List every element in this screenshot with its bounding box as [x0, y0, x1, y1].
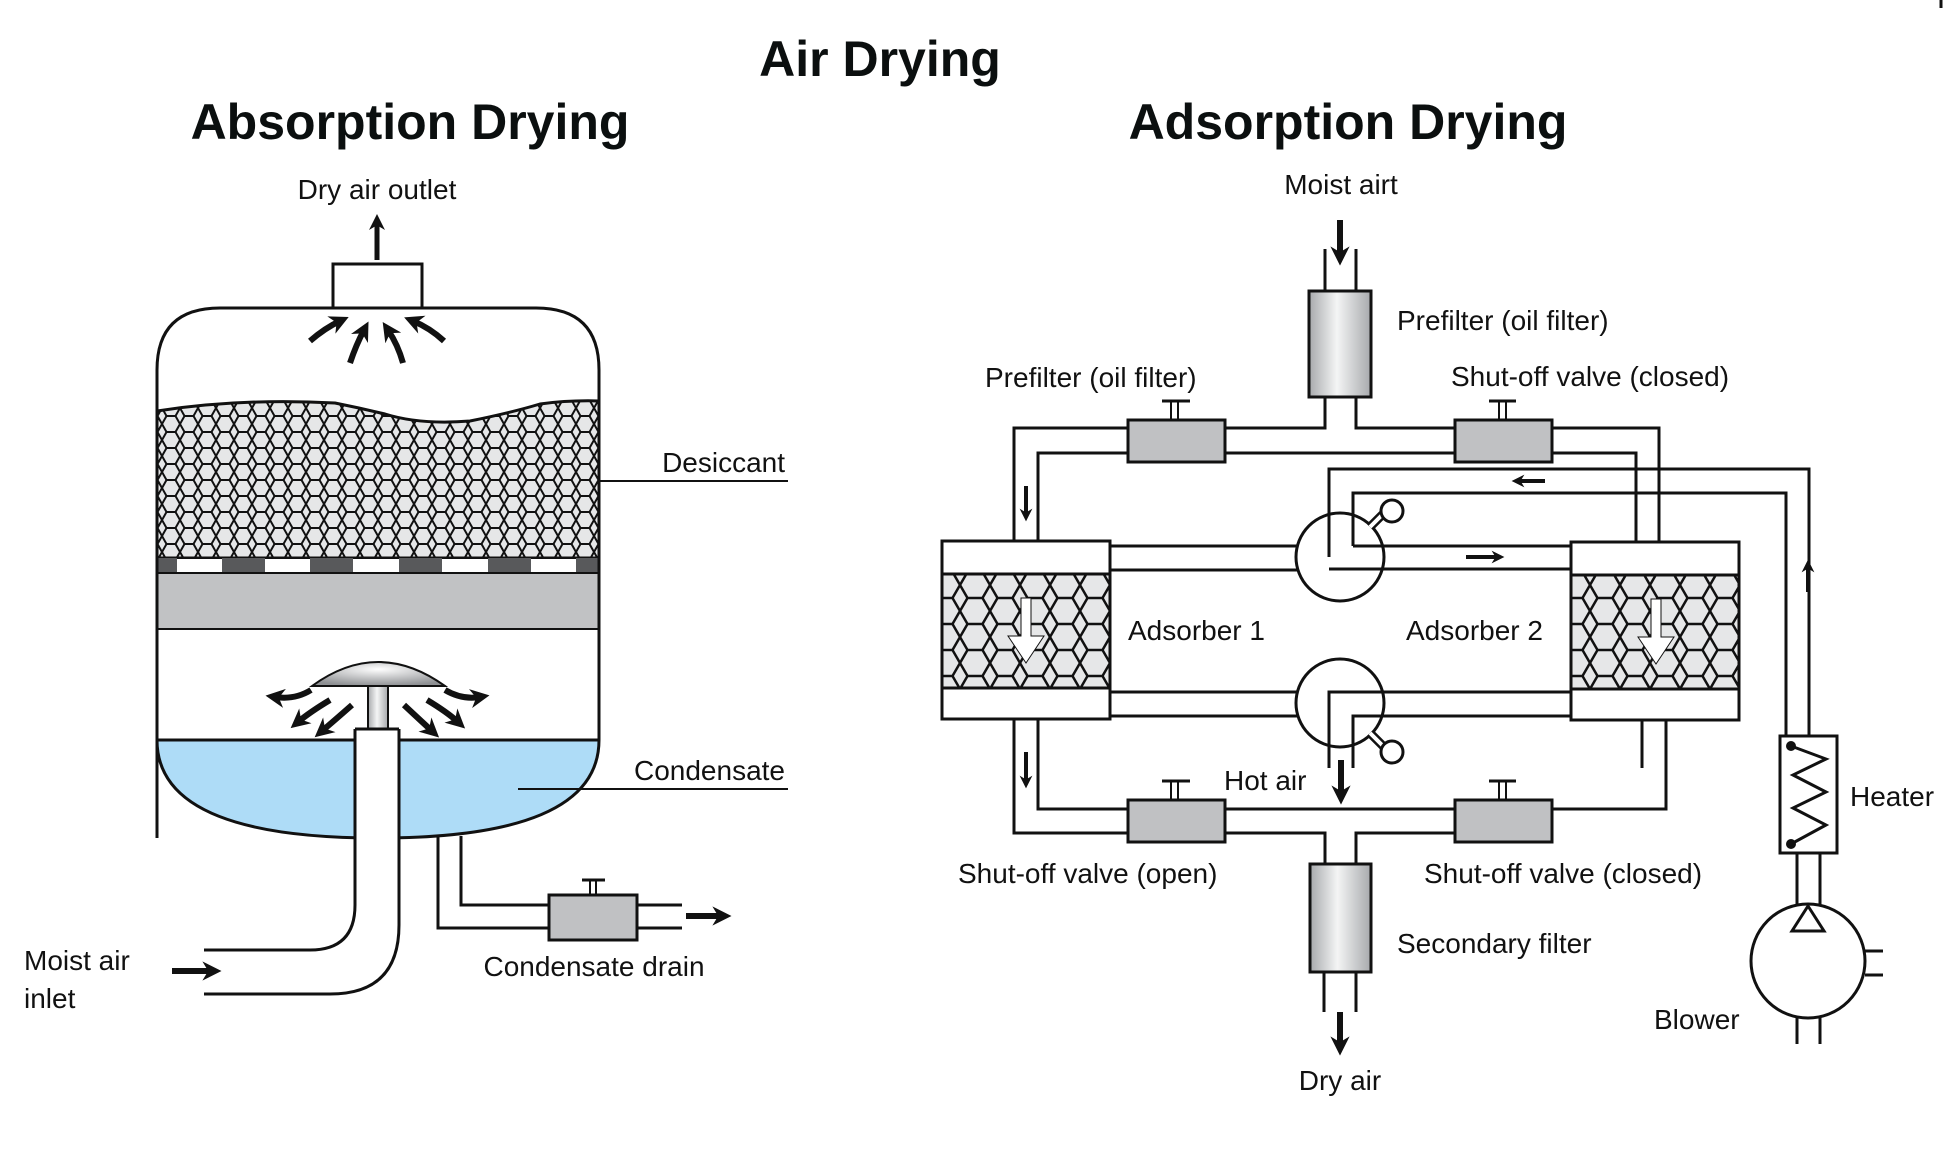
shutoff-bottom-right-label: Shut-off valve (closed) — [1424, 858, 1702, 889]
moist-air-inlet-label: Moist air — [24, 945, 130, 976]
secondary-filter — [1308, 862, 1373, 974]
adsorption-dryer: Moist airt Prefilter (oil filter) Prefil… — [940, 169, 1934, 1096]
drain-pipe — [436, 837, 549, 930]
converging-arrows-icon — [308, 315, 447, 364]
blower-symbol-icon — [1789, 903, 1827, 933]
adsorber-1-flow-arrow-icon — [1007, 597, 1045, 664]
condensate-drain-valve — [547, 893, 639, 942]
prefilter-top — [1307, 289, 1373, 399]
adsorber-1-label: Adsorber 1 — [1128, 615, 1265, 646]
moist-air-label: Moist airt — [1284, 169, 1398, 200]
grate — [157, 558, 599, 573]
absorption-dryer: Dry air outlet — [24, 174, 788, 1014]
vessel-outline — [155, 306, 601, 840]
dry-air-label: Dry air — [1299, 1065, 1381, 1096]
moist-air-inlet-label-2: inlet — [24, 983, 76, 1014]
condensate-label: Condensate — [634, 755, 785, 786]
hot-air-label: Hot air — [1224, 765, 1306, 796]
desiccant-label: Desiccant — [662, 447, 785, 478]
prefilter-left-valve — [1126, 418, 1227, 464]
three-way-valve-upper — [1294, 511, 1386, 603]
prefilter-left-label: Prefilter (oil filter) — [985, 362, 1197, 393]
shutoff-valve-bottom-right — [1453, 798, 1554, 844]
dry-air-outlet-label: Dry air outlet — [298, 174, 457, 205]
heater-coil-icon — [1789, 744, 1830, 846]
prefilter-top-label: Prefilter (oil filter) — [1397, 305, 1609, 336]
diffuser-cap — [308, 661, 449, 687]
adsorber-2-label: Adsorber 2 — [1406, 615, 1543, 646]
blower-label: Blower — [1654, 1004, 1740, 1035]
secondary-filter-label: Secondary filter — [1397, 928, 1592, 959]
three-way-valve-lower — [1294, 657, 1386, 749]
desiccant-bed — [157, 399, 599, 560]
shutoff-valve-top-right — [1453, 418, 1554, 464]
heater-label: Heater — [1850, 781, 1934, 812]
inlet-pipe — [204, 729, 357, 952]
diffusing-arrows-icon — [265, 687, 490, 738]
diffuser-stem — [367, 685, 389, 730]
adsorption-heading: Adsorption Drying — [1129, 94, 1568, 150]
main-title: Air Drying — [759, 31, 1001, 87]
bottom-manifold-pipe — [1012, 719, 1128, 835]
support-plate — [157, 572, 599, 630]
shutoff-top-right-label: Shut-off valve (closed) — [1451, 361, 1729, 392]
adsorber-2-flow-arrow-icon — [1637, 598, 1675, 665]
outlet-nozzle — [331, 262, 424, 310]
condensate-drain-label: Condensate drain — [483, 951, 704, 982]
shutoff-bottom-left-label: Shut-off valve (open) — [958, 858, 1217, 889]
shutoff-valve-bottom-left — [1126, 798, 1227, 844]
absorption-heading: Absorption Drying — [191, 94, 630, 150]
